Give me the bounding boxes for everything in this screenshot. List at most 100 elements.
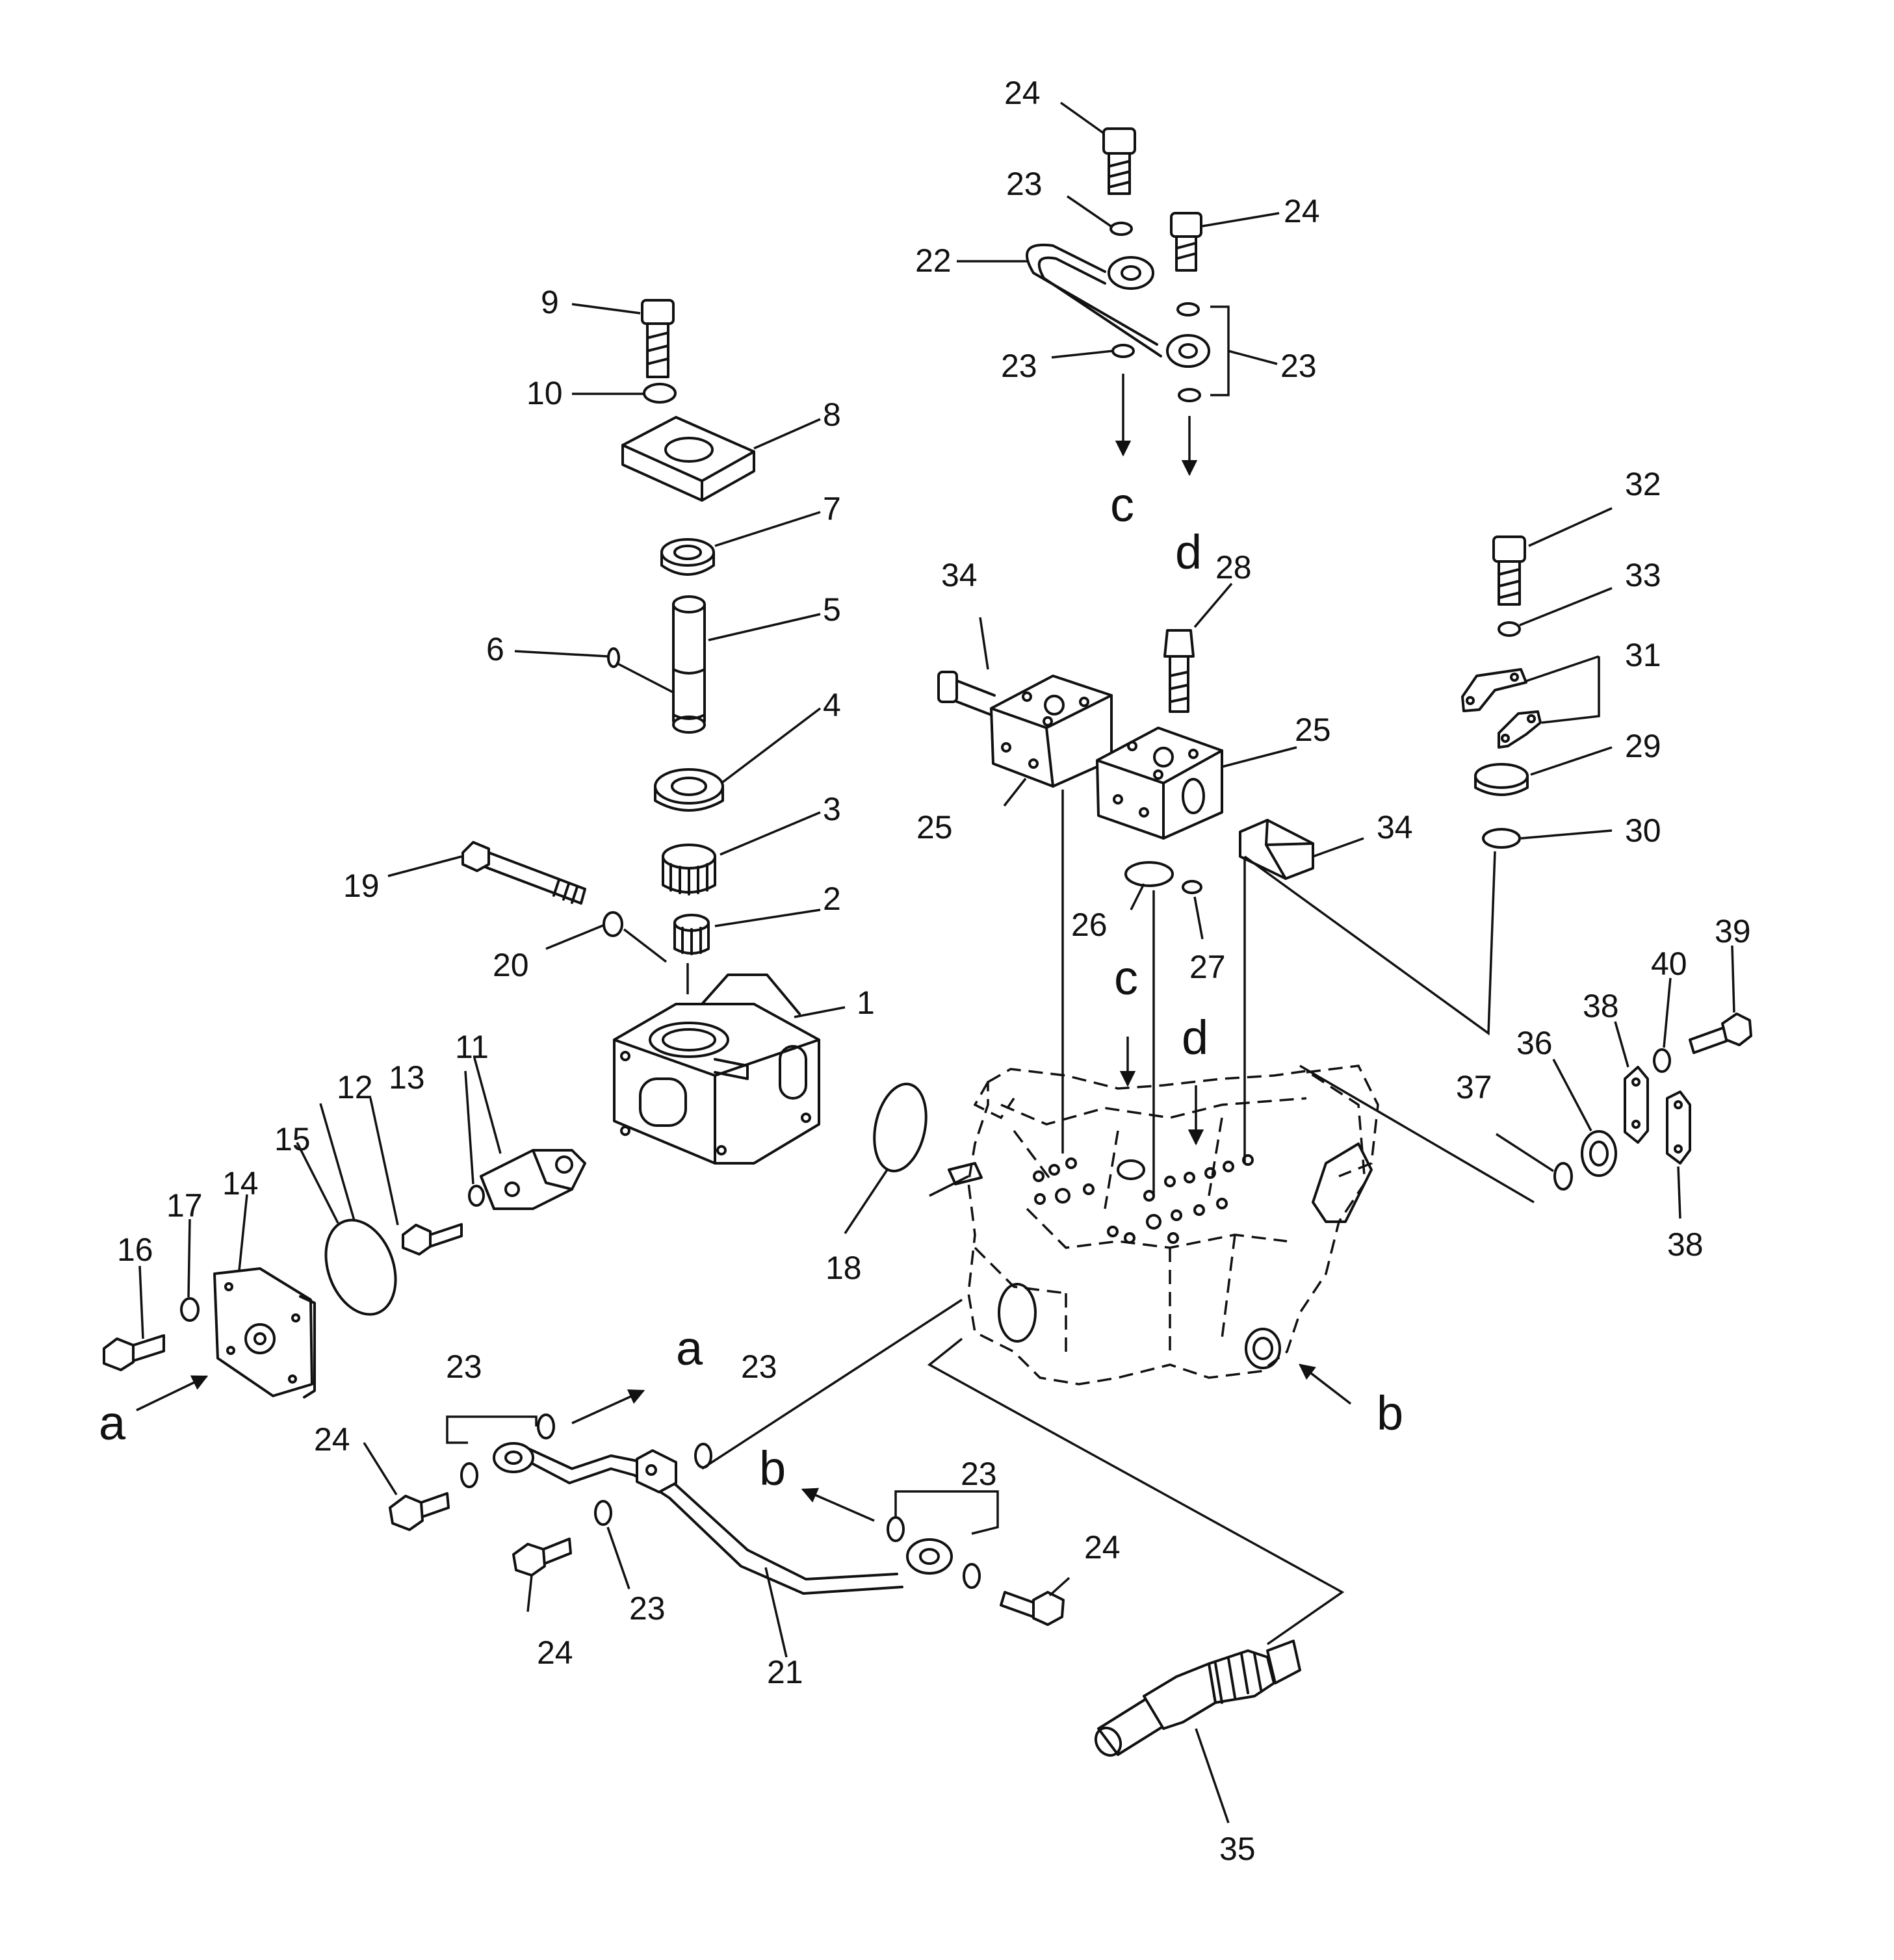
part-31-clamp-lower [1498, 710, 1542, 749]
callout-2: 2 [823, 881, 841, 917]
part-11-lever [480, 1149, 586, 1210]
callout-6: 6 [486, 631, 504, 667]
callout-7: 7 [823, 491, 841, 527]
callout-17: 17 [166, 1187, 203, 1224]
part-30-oring [1482, 828, 1521, 849]
callout-35: 35 [1219, 1831, 1256, 1867]
part-12-bolt [402, 1223, 463, 1256]
callout-37: 37 [1456, 1069, 1492, 1105]
callout-14: 14 [222, 1165, 259, 1202]
part-8-plate [621, 416, 755, 502]
part-23-oring-bot-c [694, 1443, 712, 1469]
callout-3: 3 [823, 791, 841, 827]
callout-38-top: 38 [1583, 988, 1619, 1024]
callout-13: 13 [389, 1059, 425, 1096]
reference-letters: c d c d a a b b [99, 478, 1403, 1495]
part-28-fitting [1163, 629, 1195, 713]
part-34-valve-right [1239, 819, 1314, 880]
callout-23-top-1: 23 [1006, 166, 1043, 202]
callout-40: 40 [1651, 946, 1687, 982]
part-20-washer [603, 911, 623, 937]
callout-29: 29 [1625, 728, 1661, 764]
callout-5: 5 [823, 591, 841, 628]
callout-30: 30 [1625, 812, 1661, 849]
part-24-bolt-bot-2 [512, 1538, 572, 1577]
part-36-seal [1581, 1130, 1617, 1177]
part-23-oring-bot-b [460, 1462, 478, 1488]
part-21-tube [493, 1442, 953, 1595]
callout-32: 32 [1625, 466, 1661, 502]
callout-23-top-2: 23 [1001, 348, 1037, 384]
callout-20: 20 [493, 947, 529, 983]
callout-36: 36 [1516, 1025, 1553, 1061]
callout-15: 15 [274, 1121, 311, 1157]
callout-24-top-1: 24 [1004, 75, 1041, 111]
part-35-relief-valve [1094, 1640, 1301, 1757]
ref-d-body: d [1182, 1011, 1208, 1064]
part-24-bolt-bot-1 [389, 1492, 450, 1531]
part-1-housing [613, 974, 820, 1165]
ref-b-body: b [1377, 1386, 1403, 1440]
callout-19: 19 [343, 868, 380, 904]
callout-23-bot-2: 23 [741, 1348, 777, 1385]
part-17-washer [180, 1297, 200, 1322]
part-23-oring-top-c [1111, 344, 1135, 358]
ref-a-left: a [99, 1396, 126, 1450]
callout-23-top-3: 23 [1280, 348, 1317, 384]
part-26-oring [1124, 861, 1174, 887]
leader-lines [136, 101, 1735, 1824]
part-2-bearing [673, 914, 710, 955]
callout-4: 4 [823, 687, 841, 723]
part-33-washer [1498, 621, 1521, 637]
part-13-washer [468, 1185, 485, 1207]
part-37-oring [1553, 1162, 1573, 1191]
part-23-oring-bot-e [887, 1516, 905, 1542]
callout-25-left: 25 [916, 809, 953, 845]
part-39-bolt [1689, 1012, 1752, 1054]
part-24-bolt-top-1 [1102, 127, 1136, 195]
part-5-shaft [672, 595, 706, 734]
part-32-bolt [1492, 535, 1526, 606]
callout-27: 27 [1189, 949, 1226, 985]
callout-28: 28 [1215, 549, 1252, 586]
part-23-oring-bot-d [594, 1500, 612, 1526]
part-25-block-right [1096, 727, 1223, 840]
callout-23-bot-4: 23 [629, 1590, 666, 1627]
callout-labels: 1 2 3 4 5 6 7 8 9 10 11 12 13 14 15 16 1… [117, 75, 1751, 1867]
part-9-bolt [641, 299, 675, 378]
part-23-oring-top-d [1178, 388, 1201, 402]
part-6-key [607, 647, 620, 668]
part-24-bolt-top-2 [1170, 212, 1202, 272]
callout-24-bot-1: 24 [314, 1421, 350, 1458]
part-3-bearing [662, 844, 716, 896]
part-25-block-left [990, 675, 1113, 788]
callout-21: 21 [767, 1654, 803, 1690]
part-14-cover [213, 1267, 316, 1399]
ref-b-tube: b [759, 1441, 786, 1495]
part-27-oring [1182, 880, 1202, 894]
part-40-washer [1653, 1048, 1671, 1073]
part-7-seal [660, 538, 715, 576]
ref-a-tube: a [676, 1321, 703, 1375]
callout-23-bot-3: 23 [961, 1456, 997, 1492]
callout-25-right: 25 [1295, 712, 1331, 748]
part-18-oring [873, 1083, 928, 1172]
callout-39: 39 [1715, 913, 1751, 949]
part-15-oring [324, 1219, 397, 1316]
callout-31: 31 [1625, 637, 1661, 673]
part-31-clamp-upper [1461, 668, 1527, 712]
callout-22: 22 [915, 242, 952, 279]
callout-24-bot-2: 24 [537, 1634, 573, 1671]
callout-8: 8 [823, 396, 841, 433]
callout-9: 9 [541, 284, 559, 320]
callout-12: 12 [337, 1069, 373, 1105]
callout-24-top-2: 24 [1284, 193, 1320, 229]
part-24-bolt-bot-3 [1000, 1591, 1065, 1626]
part-23-oring-bot-f [963, 1563, 981, 1589]
callout-16: 16 [117, 1231, 153, 1268]
part-38-clamp-upper [1624, 1066, 1649, 1144]
part-23-oring-top-a [1109, 222, 1133, 236]
part-23-oring-top-b [1176, 302, 1200, 316]
callout-34-left: 34 [941, 557, 978, 593]
